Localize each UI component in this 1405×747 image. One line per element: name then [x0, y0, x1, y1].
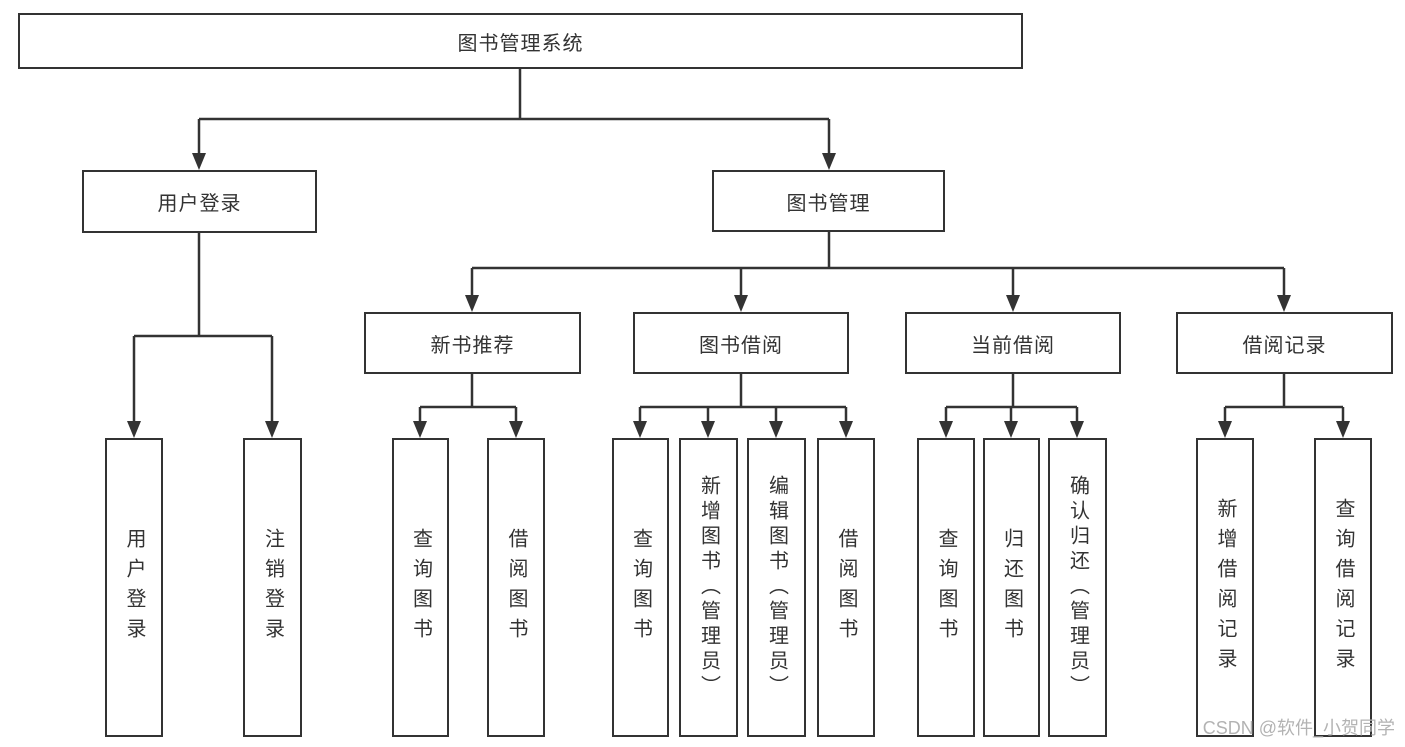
node-book-management: 图书管理	[712, 170, 945, 232]
node-root-library-system: 图书管理系统	[18, 13, 1023, 69]
node-label: 查询借阅记录	[1332, 497, 1354, 678]
arrow-down-icon	[701, 421, 715, 438]
node-label: 编辑图书（管理员）	[765, 475, 788, 700]
node-label: 借阅图书	[835, 527, 857, 648]
leaf-query-books-current: 查询图书	[917, 438, 975, 737]
arrow-down-icon	[1070, 421, 1084, 438]
arrow-down-icon	[127, 421, 141, 438]
arrow-down-icon	[822, 153, 836, 170]
node-label: 查询图书	[629, 527, 652, 648]
node-label: 新增图书（管理员）	[697, 475, 720, 700]
leaf-query-borrow-record: 查询借阅记录	[1314, 438, 1372, 737]
arrow-down-icon	[939, 421, 953, 438]
node-user-login: 用户登录	[82, 170, 317, 233]
node-label: 图书管理	[786, 192, 871, 215]
arrow-down-icon	[1277, 295, 1291, 312]
leaf-query-books-borrow: 查询图书	[612, 438, 669, 737]
leaf-add-borrow-record: 新增借阅记录	[1196, 438, 1254, 737]
leaf-add-books-admin: 新增图书（管理员）	[679, 438, 738, 737]
node-label: 查询图书	[409, 527, 432, 648]
leaf-confirm-return-admin: 确认归还（管理员）	[1048, 438, 1107, 737]
node-label: 图书借阅	[699, 334, 783, 357]
arrow-down-icon	[839, 421, 853, 438]
node-new-book-recommend: 新书推荐	[364, 312, 581, 374]
arrow-down-icon	[769, 421, 783, 438]
node-label: 新书推荐	[430, 334, 515, 357]
node-label: 借阅记录	[1242, 334, 1327, 357]
connector-book-management-branch	[465, 232, 1291, 312]
connector-root-to-level2	[192, 69, 836, 170]
node-label: 查询图书	[935, 527, 957, 648]
csdn-watermark: CSDN @软件_小贺同学	[1202, 718, 1395, 738]
leaf-borrow-books-recommend: 借阅图书	[487, 438, 545, 737]
arrow-down-icon	[1336, 421, 1350, 438]
arrow-down-icon	[1004, 421, 1018, 438]
node-label: 借阅图书	[505, 527, 527, 648]
leaf-borrow-books: 借阅图书	[817, 438, 875, 737]
arrow-down-icon	[413, 421, 427, 438]
leaf-query-books-recommend: 查询图书	[392, 438, 449, 737]
connector-book-borrow-branch	[633, 374, 853, 438]
arrow-down-icon	[1006, 295, 1020, 312]
node-label: 用户登录	[123, 527, 145, 648]
node-current-borrow: 当前借阅	[905, 312, 1121, 374]
leaf-edit-books-admin: 编辑图书（管理员）	[747, 438, 806, 737]
arrow-down-icon	[734, 295, 748, 312]
node-label: 新增借阅记录	[1214, 497, 1236, 678]
arrow-down-icon	[265, 421, 279, 438]
connector-user-login-branch	[127, 233, 279, 438]
node-label: 当前借阅	[971, 334, 1055, 357]
node-label: 注销登录	[261, 527, 284, 648]
connector-new-book-recommend-branch	[413, 374, 523, 438]
leaf-user-login: 用户登录	[105, 438, 163, 737]
connector-borrow-records-branch	[1218, 374, 1350, 438]
node-label: 用户登录	[157, 193, 242, 215]
node-label: 图书管理系统	[457, 32, 584, 55]
arrow-down-icon	[633, 421, 647, 438]
arrow-down-icon	[509, 421, 523, 438]
arrow-down-icon	[1218, 421, 1232, 438]
connector-current-borrow-branch	[939, 374, 1084, 438]
node-borrow-records: 借阅记录	[1176, 312, 1393, 374]
node-book-borrow: 图书借阅	[633, 312, 849, 374]
leaf-return-books: 归还图书	[983, 438, 1040, 737]
leaf-logout: 注销登录	[243, 438, 302, 737]
arrow-down-icon	[465, 295, 479, 312]
node-label: 确认归还（管理员）	[1066, 475, 1089, 700]
node-label: 归还图书	[1000, 527, 1023, 648]
arrow-down-icon	[192, 153, 206, 170]
